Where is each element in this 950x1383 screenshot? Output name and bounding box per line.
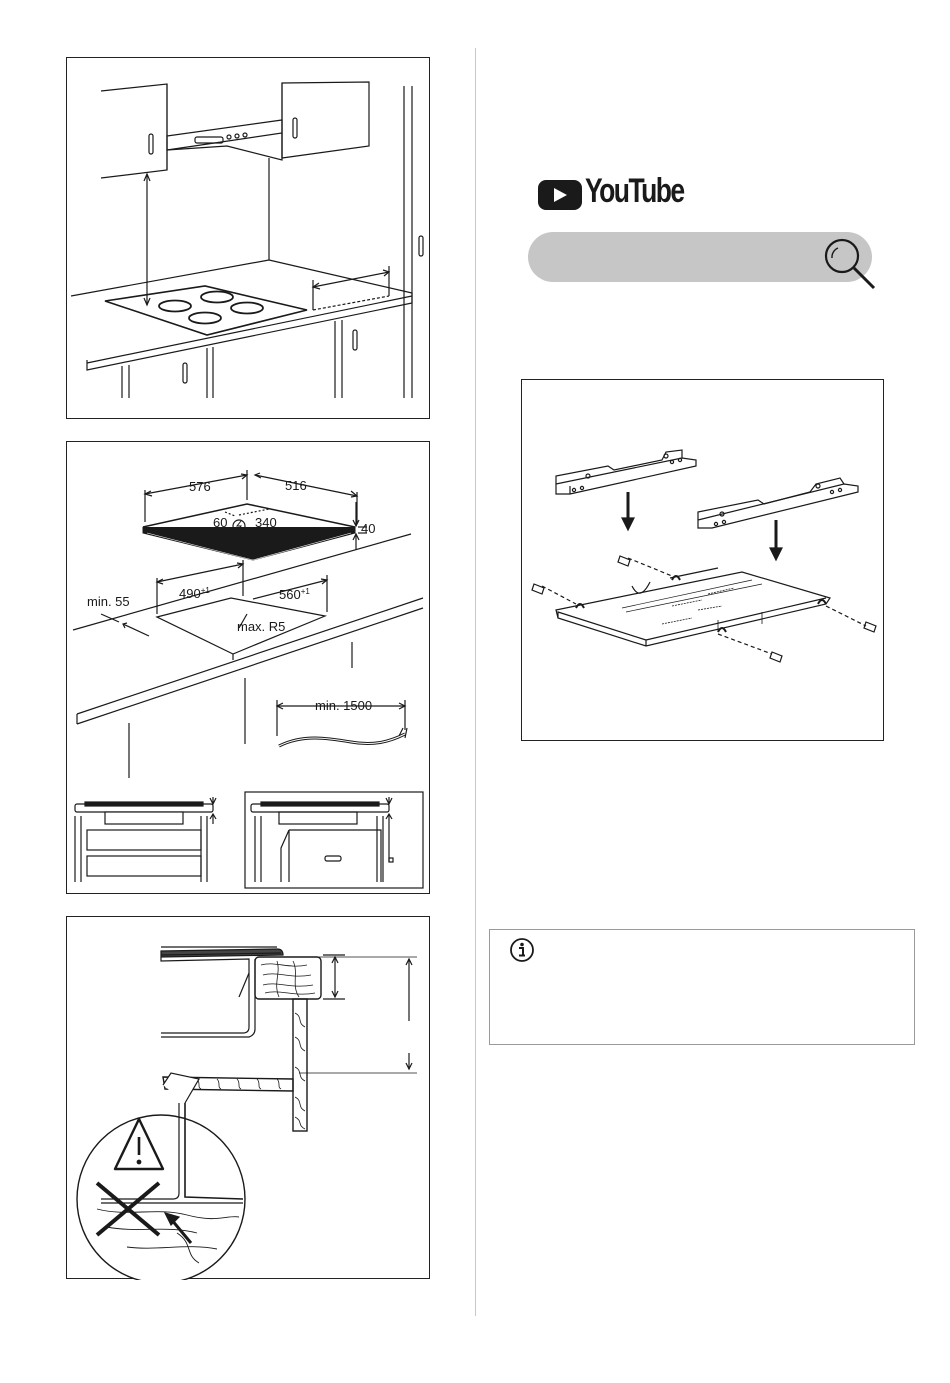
- column-divider: [475, 48, 476, 1316]
- dim-cutout-width-tolerance: +1: [301, 587, 311, 596]
- figure-worktop-section: [66, 916, 430, 1279]
- dim-radius-label: max. R5: [237, 619, 285, 634]
- svg-text:490+1: 490+1: [179, 586, 210, 601]
- dim-socket-x-label: 60: [213, 515, 227, 530]
- dim-cable-label: min. 1500: [315, 698, 372, 713]
- dim-width-label: 576: [189, 479, 211, 494]
- search-icon[interactable]: [816, 234, 886, 304]
- dim-cutout-depth-label: 490: [179, 586, 201, 601]
- dim-cutout-width-label: 560: [279, 587, 301, 602]
- svg-text:560+1: 560+1: [279, 587, 310, 602]
- dim-socket-y-label: 340: [255, 515, 277, 530]
- info-icon: [508, 936, 536, 964]
- youtube-logo: [538, 180, 582, 210]
- youtube-play-icon: [554, 188, 567, 202]
- figure-dimensions: 576 516 40 60 340 490+1 560+1 min. 55 ma…: [66, 441, 430, 894]
- youtube-wordmark: YouTube: [585, 172, 684, 211]
- dim-min-front-label: min. 55: [87, 594, 130, 609]
- info-note-box: [489, 929, 915, 1045]
- dim-height-label: 40: [361, 521, 375, 536]
- dim-depth-label: 516: [285, 478, 307, 493]
- dim-cutout-depth-tolerance: +1: [201, 586, 211, 595]
- search-bar[interactable]: [528, 232, 872, 282]
- figure-mounting-brackets: [521, 379, 884, 741]
- figure-hood-clearance: [66, 57, 430, 419]
